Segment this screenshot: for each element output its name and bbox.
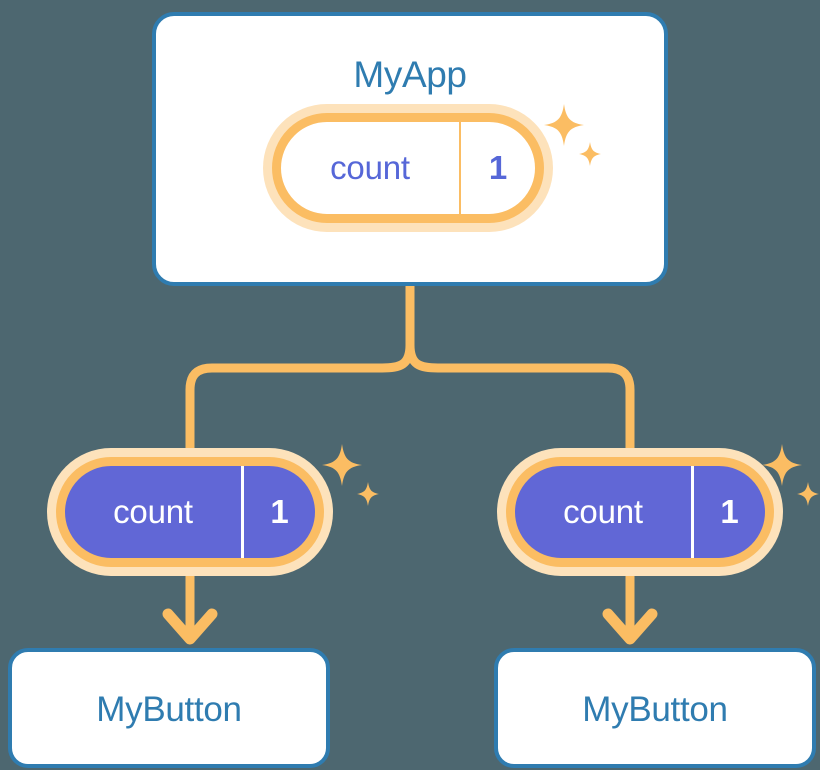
connector-branch-right <box>405 340 635 457</box>
state-pill-child-1: count 1 <box>506 457 774 567</box>
button-card-1: MyButton <box>494 648 816 768</box>
state-pill-body: count 1 <box>272 113 544 223</box>
state-pill-value: 1 <box>459 122 535 214</box>
connector-branch-left <box>185 340 415 457</box>
state-pill-child-0: count 1 <box>56 457 324 567</box>
app-card-title: MyApp <box>353 54 467 95</box>
state-pill-value: 1 <box>691 466 765 558</box>
state-pill-body: count 1 <box>56 457 324 567</box>
button-card-label: MyButton <box>582 690 728 729</box>
state-pill-value: 1 <box>241 466 315 558</box>
state-pill-key: count <box>330 149 410 186</box>
button-card-label: MyButton <box>96 690 242 729</box>
state-pill-app: count 1 <box>272 113 544 223</box>
sparkle-large-icon <box>322 444 362 486</box>
sparkles-icon <box>322 444 379 506</box>
state-pill-key: count <box>113 493 193 530</box>
arrow-head-right <box>602 608 658 645</box>
state-pill-body: count 1 <box>506 457 774 567</box>
sparkle-small-icon <box>357 482 379 506</box>
button-card-0: MyButton <box>8 648 330 768</box>
state-pill-key: count <box>563 493 643 530</box>
arrow-head-left <box>162 608 218 645</box>
sparkle-small-icon <box>797 482 819 506</box>
